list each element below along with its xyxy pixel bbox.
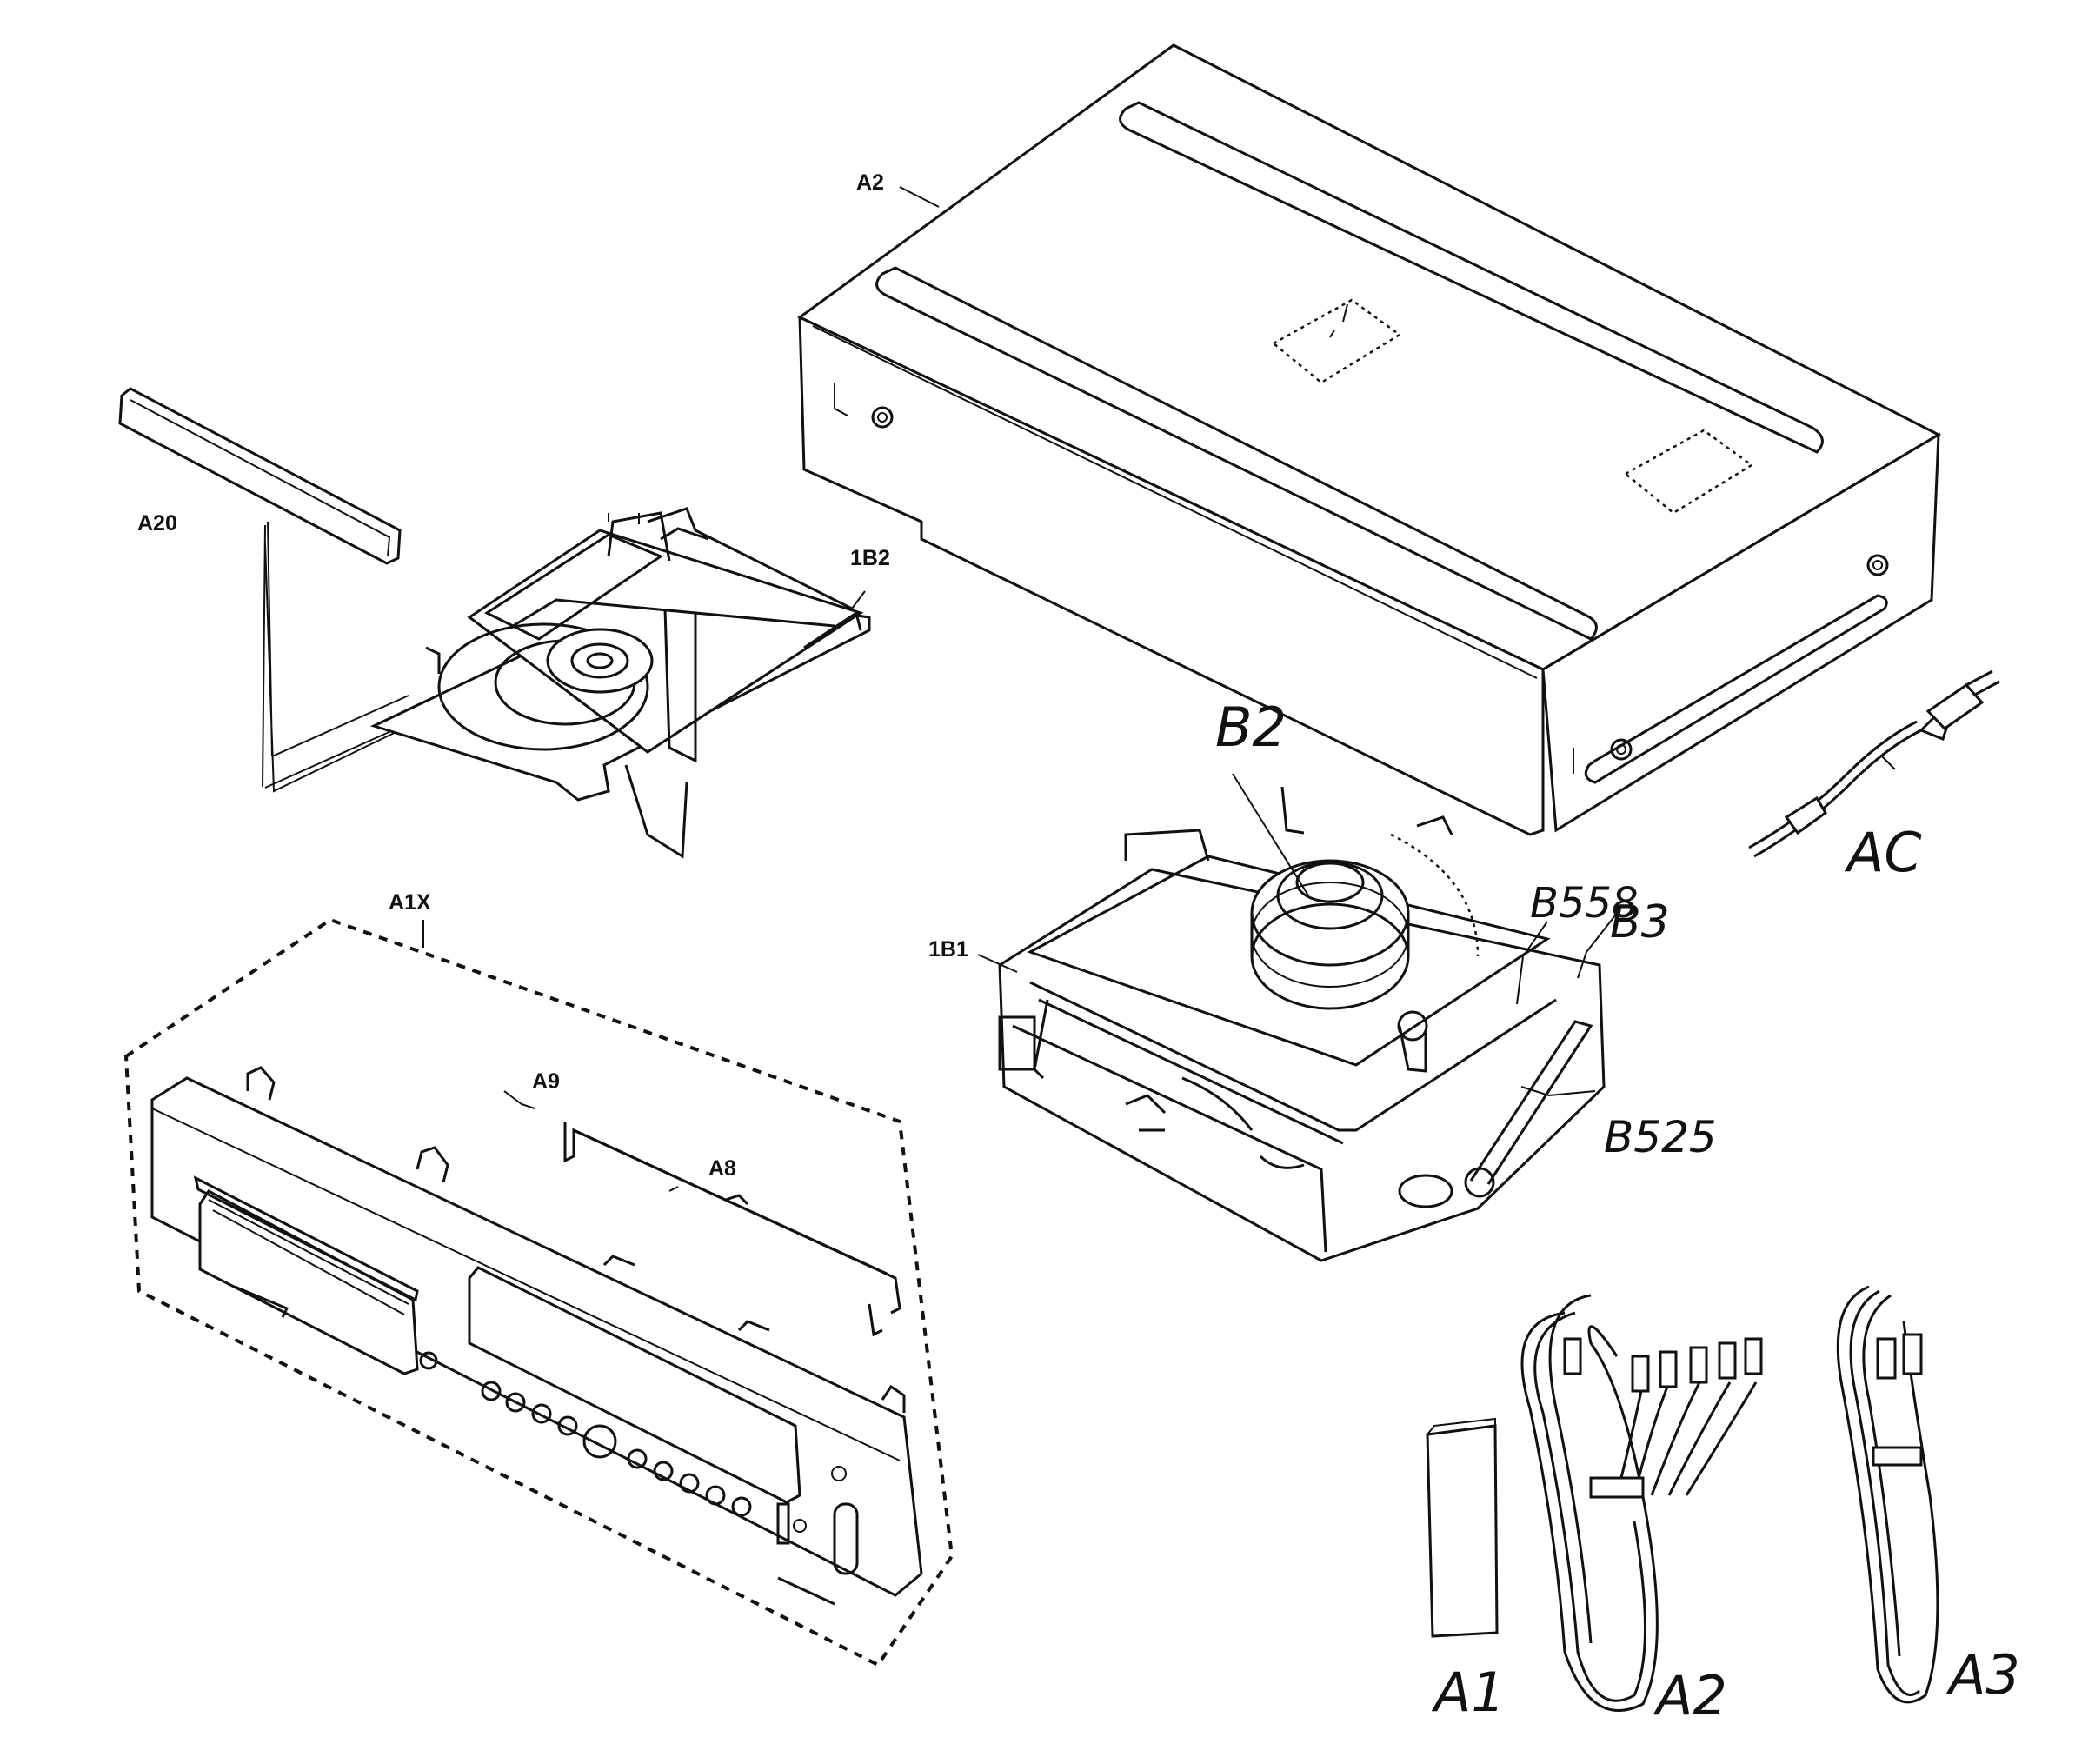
label-1b1: 1B1 [928, 937, 968, 962]
label-a9: A9 [532, 1069, 560, 1094]
front-panel-assembly [123, 917, 954, 1667]
label-1b2: 1B2 [850, 546, 890, 570]
label-a20: A20 [137, 511, 177, 536]
dvd-loader [369, 507, 871, 859]
label-a1: A1 [1431, 1661, 1506, 1724]
top-cover [797, 43, 1942, 836]
vcr-deck-mechanism [977, 773, 1616, 1262]
av-cable-a3 [1836, 1285, 1939, 1704]
label-a3: A3 [1945, 1643, 2020, 1707]
label-b3: B3 [1610, 896, 1670, 949]
label-a1x: A1X [389, 890, 431, 915]
av-cable-a2 [1520, 1294, 1763, 1712]
accessory-a1 [1426, 1417, 1499, 1638]
label-b525: B525 [1604, 1112, 1717, 1162]
front-strip-a20 [118, 387, 409, 793]
label-a8: A8 [708, 1156, 736, 1181]
label-ac: AC [1844, 821, 1922, 884]
ac-power-cord [1748, 669, 2000, 858]
label-b2: B2 [1215, 696, 1287, 759]
label-a2-cable: A2 [1653, 1664, 1727, 1727]
label-a2-cover: A2 [856, 170, 884, 195]
label-b558: B558 [1530, 879, 1639, 928]
